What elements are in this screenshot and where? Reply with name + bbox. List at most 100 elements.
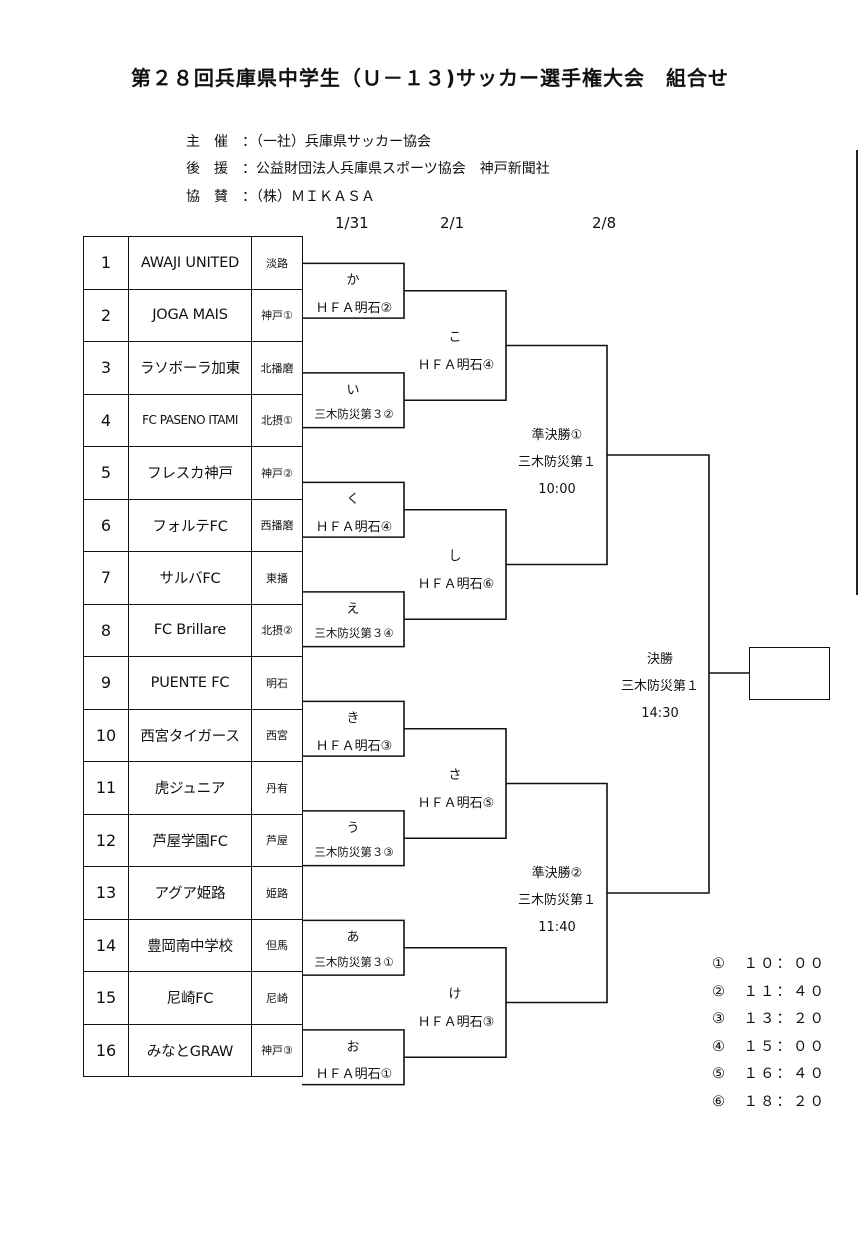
- round1-venue: 三木防災第３①: [314, 954, 394, 969]
- team-name: 虎ジュニア: [128, 761, 252, 815]
- team-name: 尼崎FC: [128, 971, 252, 1025]
- team-number: 12: [83, 813, 129, 867]
- team-number: 10: [83, 708, 129, 762]
- team-region: 北摂①: [251, 393, 303, 447]
- final-name: 決勝: [646, 652, 673, 667]
- team-name: みなとGRAW: [128, 1023, 252, 1077]
- semifinal-name: 準決勝①: [531, 428, 583, 443]
- team-number: 6: [83, 498, 129, 552]
- team-name: 豊岡南中学校: [128, 918, 252, 972]
- team-region: 神戸②: [251, 446, 303, 500]
- round1-match-id: あ: [346, 930, 360, 946]
- round2-match-id: さ: [448, 767, 462, 783]
- team-region: 姫路: [251, 866, 303, 920]
- sponsor-line: 協 賛 ：（株）ＭＩＫＡＳＡ: [186, 189, 375, 205]
- team-region: 西播磨: [251, 498, 303, 552]
- semifinal-time: 11:40: [538, 920, 576, 935]
- semifinal-time: 10:00: [538, 482, 576, 497]
- round1-match-id: く: [346, 492, 360, 508]
- team-name: ラソボーラ加東: [128, 341, 252, 395]
- round1-match-id: う: [346, 820, 360, 836]
- round2-venue: ＨＦＡ明石⑤: [417, 795, 495, 811]
- team-region: 芦屋: [251, 813, 303, 867]
- team-number: 2: [83, 288, 129, 342]
- round1-venue: ＨＦＡ明石①: [315, 1067, 393, 1083]
- team-region: 北摂②: [251, 603, 303, 657]
- round1-venue: ＨＦＡ明石④: [315, 519, 393, 535]
- team-name: PUENTE FC: [128, 656, 252, 710]
- team-name: 西宮タイガース: [128, 708, 252, 762]
- round1-match-id: お: [346, 1039, 360, 1055]
- supporter-line: 後 援 ：公益財団法人兵庫県スポーツ協会 神戸新聞社: [186, 161, 550, 177]
- team-number: 3: [83, 341, 129, 395]
- round1-match-id: き: [346, 711, 360, 727]
- time-slot: ③ １３：２０: [712, 1011, 826, 1027]
- round1-venue: ＨＦＡ明石③: [315, 738, 393, 754]
- round2-match-id: け: [448, 986, 462, 1002]
- time-slot-legend: ① １０：００ ② １１：４０ ③ １３：２０ ④ １５：００ ⑤ １６：４０ …: [712, 952, 826, 1117]
- team-number: 15: [83, 971, 129, 1025]
- round2-bracket: [404, 946, 507, 1059]
- team-region: 西宮: [251, 708, 303, 762]
- team-name: サルバFC: [128, 551, 252, 605]
- team-region: 神戸①: [251, 288, 303, 342]
- final-time: 14:30: [641, 706, 679, 721]
- time-slot: ⑥ １８：２０: [712, 1093, 826, 1110]
- time-slot: ④ １５：００: [712, 1038, 826, 1055]
- team-name: FC Brillare: [128, 603, 252, 657]
- team-region: 淡路: [251, 236, 303, 290]
- team-name: フレスカ神戸: [128, 446, 252, 500]
- page-title: 第２８回兵庫県中学生（Ｕ－１３)サッカー選手権大会 組合せ: [130, 66, 730, 90]
- team-number: 8: [83, 603, 129, 657]
- team-name: JOGA MAIS: [128, 288, 252, 342]
- final-venue: 三木防災第１: [620, 679, 699, 694]
- team-name: アグア姫路: [128, 866, 252, 920]
- team-number: 5: [83, 446, 129, 500]
- round2-venue: ＨＦＡ明石③: [417, 1014, 495, 1030]
- team-number: 7: [83, 551, 129, 605]
- time-slot: ⑤ １６：４０: [712, 1066, 826, 1082]
- round2-bracket: [404, 508, 507, 621]
- team-region: 尼崎: [251, 971, 303, 1025]
- time-slot: ② １１：４０: [712, 983, 826, 1000]
- semifinal-venue: 三木防災第１: [517, 455, 596, 470]
- team-number: 9: [83, 656, 129, 710]
- round2-venue: ＨＦＡ明石④: [417, 357, 495, 373]
- team-number: 1: [83, 236, 129, 290]
- date-round2: 2/1: [440, 214, 465, 232]
- round2-match-id: こ: [448, 329, 462, 345]
- team-number: 14: [83, 918, 129, 972]
- round2-bracket: [404, 727, 507, 840]
- round2-match-id: し: [448, 548, 462, 564]
- team-region: 神戸③: [251, 1023, 303, 1077]
- round1-venue: ＨＦＡ明石②: [315, 300, 393, 316]
- round2-bracket: [404, 289, 507, 402]
- organizer-line: 主 催 ：（一社）兵庫県サッカー協会: [186, 134, 431, 150]
- team-name: フォルテFC: [128, 498, 252, 552]
- semifinal-name: 準決勝②: [531, 866, 583, 881]
- round1-match-id: え: [346, 601, 360, 617]
- date-round1: 1/31: [335, 214, 369, 232]
- champion-box: [749, 647, 830, 700]
- round1-venue: 三木防災第３④: [314, 626, 394, 641]
- team-region: 丹有: [251, 761, 303, 815]
- round2-venue: ＨＦＡ明石⑥: [417, 576, 495, 592]
- team-name: AWAJI UNITED: [128, 236, 252, 290]
